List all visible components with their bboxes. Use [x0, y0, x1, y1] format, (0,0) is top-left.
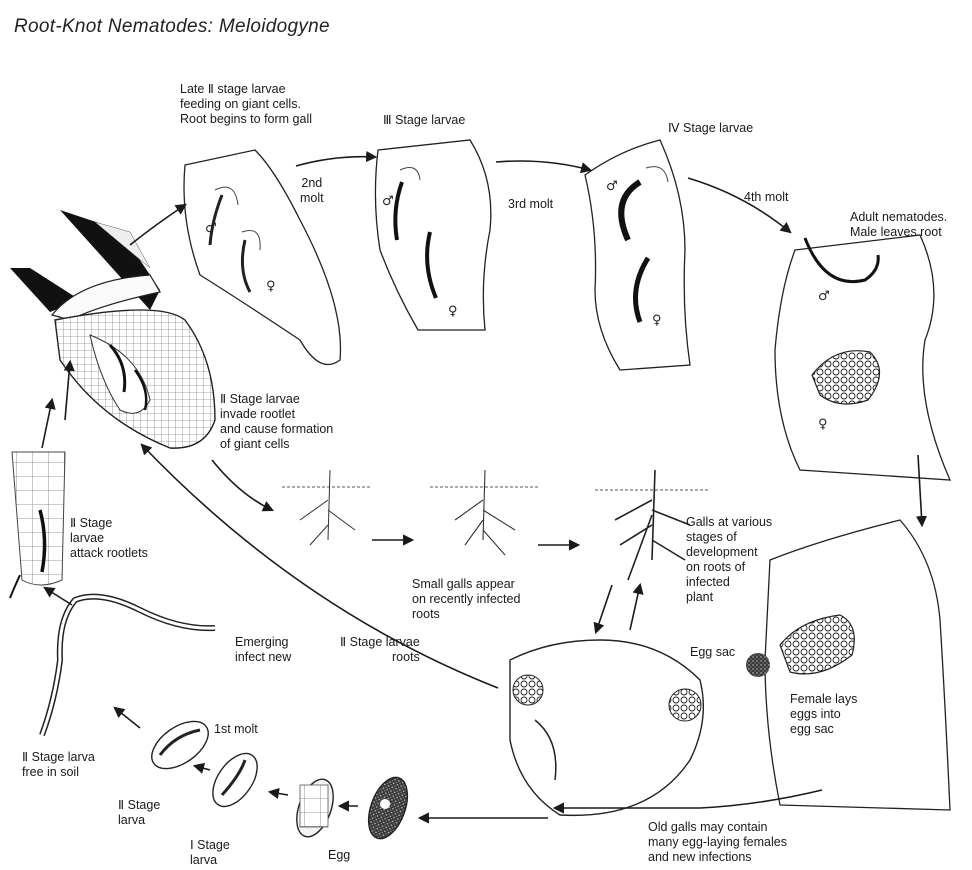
- label-female-lays: Female lays eggs into egg sac: [790, 692, 857, 737]
- label-4th-molt: 4th molt: [744, 190, 788, 205]
- arrow-dividing-to-stage1: [270, 792, 288, 795]
- male-symbol: ♂: [606, 179, 618, 194]
- arrow-free-to-rootlet: [45, 588, 72, 605]
- label-stage-2-roots: Ⅱ Stage larvae roots: [340, 635, 420, 665]
- root-system-1: [282, 470, 370, 545]
- stage-4-gall: ♂ ♀: [585, 140, 690, 370]
- arrow-adult-to-egglaying: [918, 455, 922, 525]
- egg-sac: [746, 653, 770, 677]
- label-free-soil: Ⅱ Stage larva free in soil: [22, 750, 95, 780]
- male-symbol: ♂: [818, 289, 830, 304]
- label-stage-3: Ⅲ Stage larvae: [383, 113, 465, 128]
- arrow-late2-to-stage3: [296, 157, 375, 166]
- rootlet-illustration: [10, 452, 65, 598]
- male-symbol: ♂: [382, 194, 394, 209]
- label-galls-various: Galls at various stages of development o…: [686, 515, 772, 605]
- label-1st-molt: 1st molt: [214, 722, 258, 737]
- arrow-root-to-late2: [130, 205, 185, 245]
- label-stage-2-larva: Ⅱ Stage larva: [118, 798, 160, 828]
- arrow-stage3-to-stage4: [496, 161, 590, 170]
- old-gall: [510, 640, 703, 815]
- root-tip-illustration: [10, 210, 215, 448]
- label-attack: Ⅱ Stage larvae attack rootlets: [70, 516, 148, 561]
- label-adult: Adult nematodes. Male leaves root: [850, 210, 947, 240]
- stage-1-larva-egg: [204, 746, 266, 815]
- dividing-egg: [290, 774, 341, 841]
- arrow-emerging-to-root: [142, 445, 498, 688]
- single-egg: [361, 772, 415, 844]
- female-symbol: ♀: [818, 417, 828, 432]
- label-old-galls: Old galls may contain many egg-laying fe…: [648, 820, 787, 865]
- arrow-root-to-rootsystem: [212, 460, 272, 510]
- arrow-oldgall-to-roots: [630, 585, 640, 630]
- female-symbol: ♀: [266, 279, 276, 294]
- label-emerging: Emerging infect new: [235, 635, 291, 665]
- label-small-galls: Small galls appear on recently infected …: [412, 577, 520, 622]
- adult-gall: ♂ ♀: [775, 235, 950, 480]
- label-stage-1-larva: Ⅰ Stage larva: [190, 838, 230, 868]
- label-invade: Ⅱ Stage larvae invade rootlet and cause …: [220, 392, 333, 452]
- label-2nd-molt: 2nd molt: [300, 176, 324, 206]
- label-egg-sac: Egg sac: [690, 645, 735, 660]
- arrow-stage4-to-adult: [688, 178, 790, 232]
- stage-3-gall: ♂ ♀: [375, 140, 490, 330]
- free-larva-in-soil: [42, 597, 215, 735]
- label-late-stage-2: Late Ⅱ stage larvae feeding on giant cel…: [180, 82, 312, 127]
- root-system-2: [430, 470, 540, 555]
- female-symbol: ♀: [448, 304, 458, 319]
- label-stage-4: Ⅳ Stage larvae: [668, 121, 753, 136]
- male-symbol: ♂: [205, 221, 217, 236]
- label-3rd-molt: 3rd molt: [508, 197, 553, 212]
- arrow-stage2-to-free: [115, 708, 140, 728]
- arrow-rootlet-to-root: [42, 400, 52, 448]
- arrow-roots-to-oldgall: [596, 585, 612, 632]
- label-egg: Egg: [328, 848, 350, 863]
- egg-laying-gall: [746, 520, 950, 810]
- arrow-stage1-to-stage2: [195, 766, 210, 770]
- female-symbol: ♀: [652, 313, 662, 328]
